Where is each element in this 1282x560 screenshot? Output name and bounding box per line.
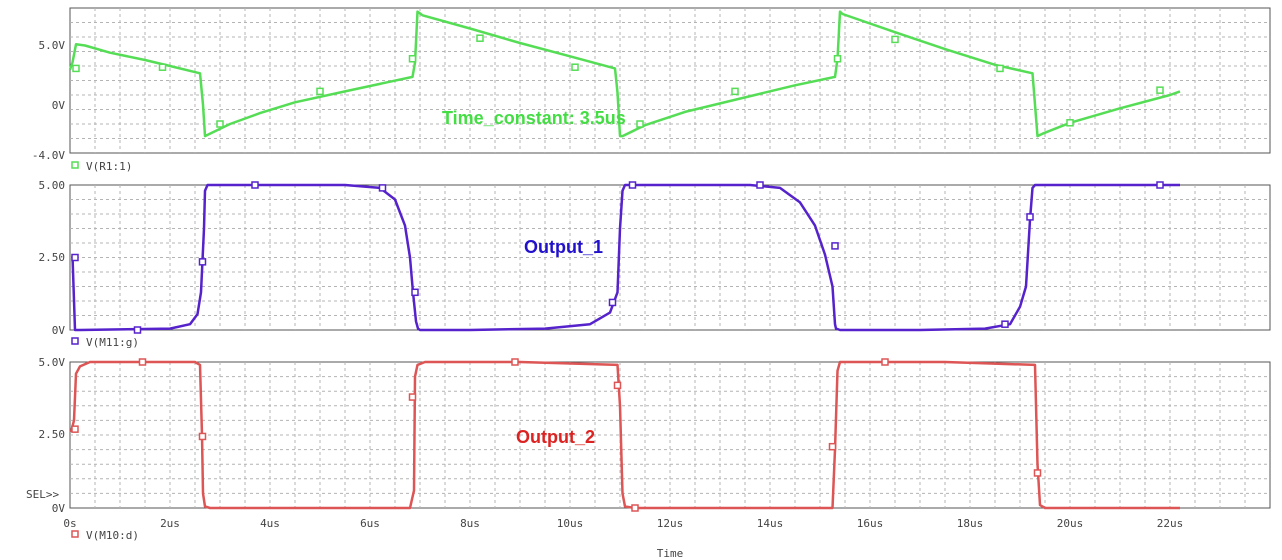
x-axis-ticks: 0s 2us 4us 6us 8us 10us 12us 14us 16us 18us 20us 22… [63, 517, 1183, 530]
series-marker [996, 64, 1004, 73]
series-marker [216, 120, 224, 128]
x-tick-label: 0s [63, 517, 76, 530]
series-marker [408, 55, 417, 63]
series-marker [511, 358, 519, 366]
legend-label[interactable]: V(M10:d) [86, 529, 139, 542]
series-marker [133, 326, 142, 334]
series-marker [71, 425, 79, 433]
y-tick-label: 2.50 [39, 428, 66, 441]
series-marker [316, 87, 324, 96]
x-tick-label: 20us [1057, 517, 1084, 530]
series-marker [378, 184, 387, 192]
x-tick-label: 14us [757, 517, 784, 530]
y-tick-label: 0V [52, 324, 66, 337]
annotation-label: Output_2 [516, 427, 595, 447]
panel-vm11g: 5.00 2.50 0V V(M11:g) Output_1 [39, 179, 1271, 349]
series-marker [613, 381, 622, 390]
legend-marker [71, 161, 79, 169]
legend-marker [71, 530, 79, 538]
y-tick-label: -4.0V [32, 149, 65, 162]
series-marker [881, 358, 889, 366]
y-tick-label: 2.50 [39, 251, 66, 264]
series-marker [1033, 469, 1042, 477]
annotation-label: Time_constant: 3.5us [442, 108, 626, 128]
legend-label[interactable]: V(M11:g) [86, 336, 139, 349]
x-axis-label: Time [657, 547, 684, 560]
series-marker [1066, 119, 1074, 127]
x-tick-label: 12us [657, 517, 684, 530]
annotation-label: Output_1 [524, 237, 603, 257]
y-tick-label: 0V [52, 99, 66, 112]
x-tick-label: 2us [160, 517, 180, 530]
panel-vr1: 5.0V 0V -4.0V V(R1:1) Time_constant: 3.5us [32, 7, 1271, 173]
sel-marker[interactable]: SEL>> [26, 488, 59, 501]
x-tick-label: 22us [1157, 517, 1184, 530]
series-marker [198, 258, 207, 266]
y-tick-label: 5.0V [39, 39, 66, 52]
series-marker [158, 63, 167, 71]
series-marker [411, 288, 419, 297]
legend-label[interactable]: V(R1:1) [86, 160, 132, 173]
series-line [71, 183, 1180, 332]
x-tick-label: 4us [260, 517, 280, 530]
legend-marker [71, 337, 79, 345]
series-marker [631, 504, 639, 512]
grid-lines [70, 8, 1270, 153]
series-marker [828, 442, 837, 451]
y-tick-label: 0V [52, 502, 66, 515]
series-marker [571, 63, 579, 71]
series-marker [138, 358, 147, 366]
x-tick-label: 10us [557, 517, 584, 530]
series-marker [756, 181, 764, 189]
y-tick-label: 5.00 [39, 179, 66, 192]
series-marker [408, 393, 417, 401]
series-marker [1156, 181, 1164, 189]
grid-lines [70, 362, 1270, 508]
y-tick-label: 5.0V [39, 356, 66, 369]
panel-vm10d: 5.0V 2.50 0V V(M10:d) Output_2 [39, 356, 1271, 542]
x-tick-label: 16us [857, 517, 884, 530]
series-marker [608, 298, 617, 307]
series-marker [1156, 86, 1164, 94]
series-marker [1001, 320, 1009, 328]
series-marker [251, 181, 259, 189]
series-marker [71, 253, 79, 262]
series-marker [476, 34, 484, 42]
series-line [69, 360, 1180, 510]
grid-lines [70, 185, 1270, 330]
series-marker [628, 181, 637, 189]
x-tick-label: 18us [957, 517, 984, 530]
x-tick-label: 6us [360, 517, 380, 530]
series-marker [731, 87, 739, 96]
series-marker [636, 120, 644, 128]
series-marker [831, 242, 839, 250]
series-marker [891, 35, 899, 44]
series-marker [1026, 213, 1034, 221]
series-marker [833, 55, 842, 63]
series-marker [198, 432, 207, 441]
x-tick-label: 8us [460, 517, 480, 530]
series-line [68, 10, 1181, 138]
series-marker [72, 64, 80, 73]
